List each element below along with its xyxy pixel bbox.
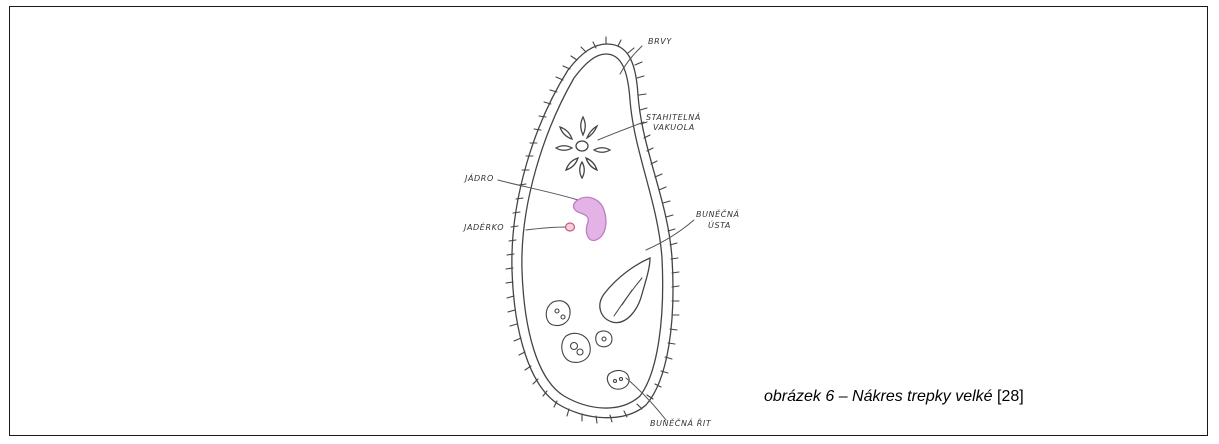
label-mouth-line2: ÚSTA bbox=[708, 219, 731, 230]
food-vacuoles bbox=[546, 301, 629, 389]
oral-groove bbox=[600, 258, 650, 323]
label-jaderko: JADÉRKO bbox=[462, 221, 504, 232]
label-brvy: BRVY bbox=[648, 37, 672, 46]
caption-reference: [28] bbox=[997, 388, 1024, 405]
figure-caption: obrázek 6 – Nákres trepky velké [28] bbox=[764, 388, 1024, 406]
label-jadro: JÁDRO bbox=[463, 172, 494, 183]
label-mouth-line1: BUNĚČNÁ bbox=[696, 208, 740, 219]
label-anus: BUNĚČNÁ ŘIT bbox=[650, 417, 712, 428]
label-vacuole-line2: VAKUOLA bbox=[653, 123, 695, 132]
contractile-vacuole bbox=[556, 117, 610, 178]
micronucleus bbox=[566, 223, 575, 231]
caption-text: obrázek 6 – Nákres trepky velké bbox=[764, 388, 993, 405]
label-vacuole-line1: STAHITELNÁ bbox=[646, 111, 701, 122]
macronucleus bbox=[574, 197, 606, 240]
